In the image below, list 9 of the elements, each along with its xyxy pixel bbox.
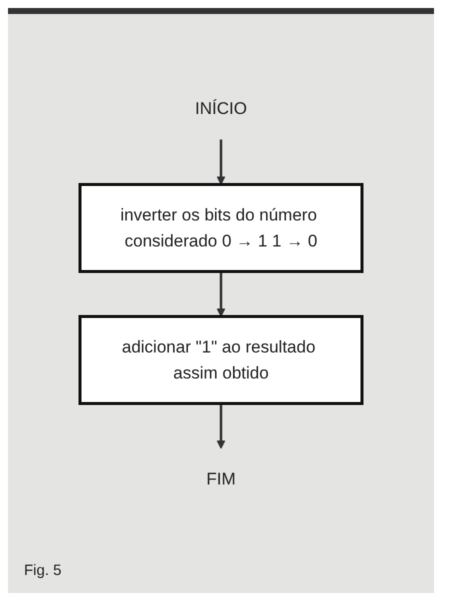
node-box: [78, 315, 364, 405]
node-box: [78, 183, 364, 273]
figure-label: Fig. 5: [24, 562, 62, 579]
node-text: FIM: [206, 470, 236, 488]
node-text: INÍCIO: [195, 99, 247, 118]
arrow: [216, 140, 226, 185]
arrow: [216, 272, 226, 317]
figure-panel: INÍCIO inverter os bits do número considerado 0 → 1 1 → 0 adicionar "1" ao resultado assim obtido FIM Fig. 5: [8, 8, 434, 593]
arrow: [216, 404, 226, 449]
